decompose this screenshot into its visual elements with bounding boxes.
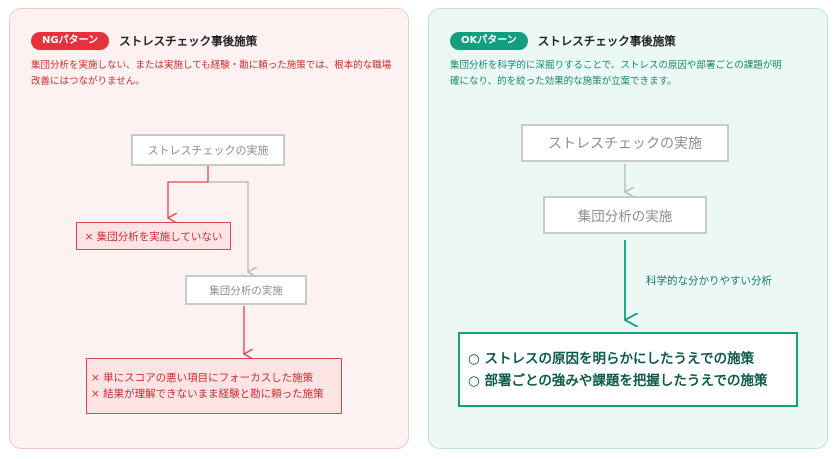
ng-analysis-box: 集団分析の実施 (185, 275, 307, 305)
ng-result-line-2: × 結果が理解できないまま経験と勘に頼った施策 (91, 388, 324, 400)
ng-result-box: × 単にスコアの悪い項目にフォーカスした施策 × 結果が理解できないまま経験と勘… (86, 358, 342, 414)
ok-result-line-2: ○ 部署ごとの強みや課題を把握したうえでの施策 (468, 372, 768, 389)
ok-start-box: ストレスチェックの実施 (521, 124, 729, 162)
ng-bad-branch-box: × 集団分析を実施していない (76, 222, 231, 250)
ok-header: OKパターン ストレスチェック事後施策 (450, 32, 676, 50)
ok-arrow-label: 科学的な分かりやすい分析 (646, 275, 772, 287)
ng-arrow-to-bad-branch (168, 166, 209, 218)
ok-result-box: ○ ストレスの原因を明らかにしたうえでの施策 ○ 部署ごとの強みや課題を把握した… (458, 332, 798, 407)
ng-start-box: ストレスチェックの実施 (131, 134, 285, 166)
ng-result-line-1: × 単にスコアの悪い項目にフォーカスした施策 (91, 372, 314, 384)
ok-description: 集団分析を科学的に深掘りすることで、ストレスの原因や部署ごとの課題が明確になり、… (450, 60, 782, 87)
ng-arrow-to-analysis (208, 181, 248, 272)
ng-header: NGパターン ストレスチェック事後施策 (31, 32, 257, 50)
ok-title: ストレスチェック事後施策 (537, 34, 676, 48)
ok-analysis-box: 集団分析の実施 (543, 196, 707, 234)
ng-badge: NGパターン (31, 32, 110, 50)
ok-badge: OKパターン (450, 32, 528, 50)
ng-description: 集団分析を実施しない、または実施しても経験・勘に頼った施策では、根本的な職場改善… (31, 60, 392, 87)
ok-result-line-1: ○ ストレスの原因を明らかにしたうえでの施策 (468, 350, 755, 367)
ng-title: ストレスチェック事後施策 (119, 34, 258, 48)
